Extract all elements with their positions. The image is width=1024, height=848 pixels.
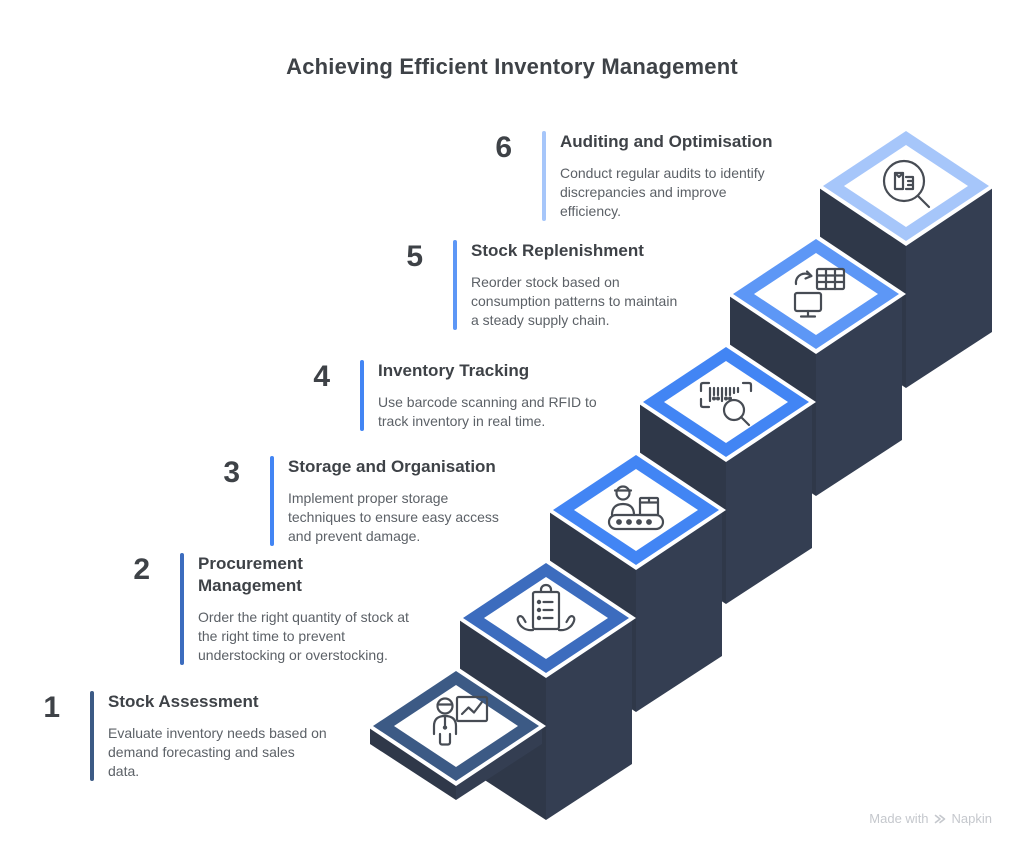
step-accent-bar [542, 131, 546, 222]
platform-top [574, 469, 698, 551]
watermark-prefix: Made with [869, 811, 929, 826]
step-number: 3 [223, 456, 240, 489]
stair-step-5 [726, 234, 906, 496]
step-title: Storage and Organisation [288, 457, 496, 476]
watermark-brand: Napkin [951, 811, 992, 826]
step-description: Reorder stock based on consumption patte… [471, 274, 678, 329]
napkin-logo-icon [934, 814, 945, 823]
step-description: Use barcode scanning and RFID to track i… [378, 394, 597, 430]
step-accent-bar [180, 553, 184, 666]
stair-face-right [816, 294, 902, 496]
step-6-block: 6 Auditing and Optimisation Conduct regu… [452, 131, 773, 222]
step-accent-bar [90, 691, 94, 782]
step-number: 5 [406, 240, 423, 273]
step-title: Procurement Management [198, 554, 303, 596]
stair-face-right [546, 618, 632, 820]
person-presenting-chart-icon [432, 695, 489, 746]
step-accent-bar [360, 360, 364, 432]
platform-top [844, 145, 968, 227]
stair-step-1 [366, 666, 546, 800]
step-title: Inventory Tracking [378, 361, 530, 380]
stair-step-3 [546, 450, 726, 712]
step-number: 2 [133, 553, 150, 586]
step-number: 6 [495, 131, 512, 164]
step-title: Stock Assessment [108, 692, 259, 711]
watermark: Made with Napkin [869, 811, 992, 826]
step-description: Order the right quantity of stock at the… [198, 609, 409, 664]
audit-magnifier-icon [882, 159, 931, 209]
step-number: 1 [43, 691, 60, 724]
step-description: Implement proper storage techniques to e… [288, 490, 499, 545]
step-accent-bar [453, 240, 457, 331]
step-title: Auditing and Optimisation [560, 132, 773, 151]
barcode-scan-icon [699, 381, 753, 427]
step-title: Stock Replenishment [471, 241, 644, 260]
step-2-block: 2 Procurement Management Order the right… [90, 553, 409, 666]
stair-face-right [636, 510, 722, 712]
stair-face-right [456, 726, 542, 800]
step-5-block: 5 Stock Replenishment Reorder stock base… [363, 240, 678, 331]
platform-top [664, 361, 788, 443]
page-title: Achieving Efficient Inventory Management [286, 54, 738, 79]
worker-conveyor-icon [607, 485, 665, 531]
stair-step-2 [456, 558, 636, 820]
step-1-block: 1 Stock Assessment Evaluate inventory ne… [0, 691, 327, 782]
step-accent-bar [270, 456, 274, 547]
step-description: Evaluate inventory needs based on demand… [108, 725, 327, 780]
stair-face-right [906, 186, 992, 388]
stair-face-left [370, 726, 456, 800]
hands-holding-checklist-icon [516, 583, 576, 632]
stair-face-right [726, 402, 812, 604]
step-description: Conduct regular audits to identify discr… [560, 165, 765, 220]
system-sync-icon [793, 267, 846, 318]
step-4-block: 4 Inventory Tracking Use barcode scannin… [270, 360, 597, 432]
step-number: 4 [313, 360, 330, 393]
step-3-block: 3 Storage and Organisation Implement pro… [180, 456, 499, 547]
